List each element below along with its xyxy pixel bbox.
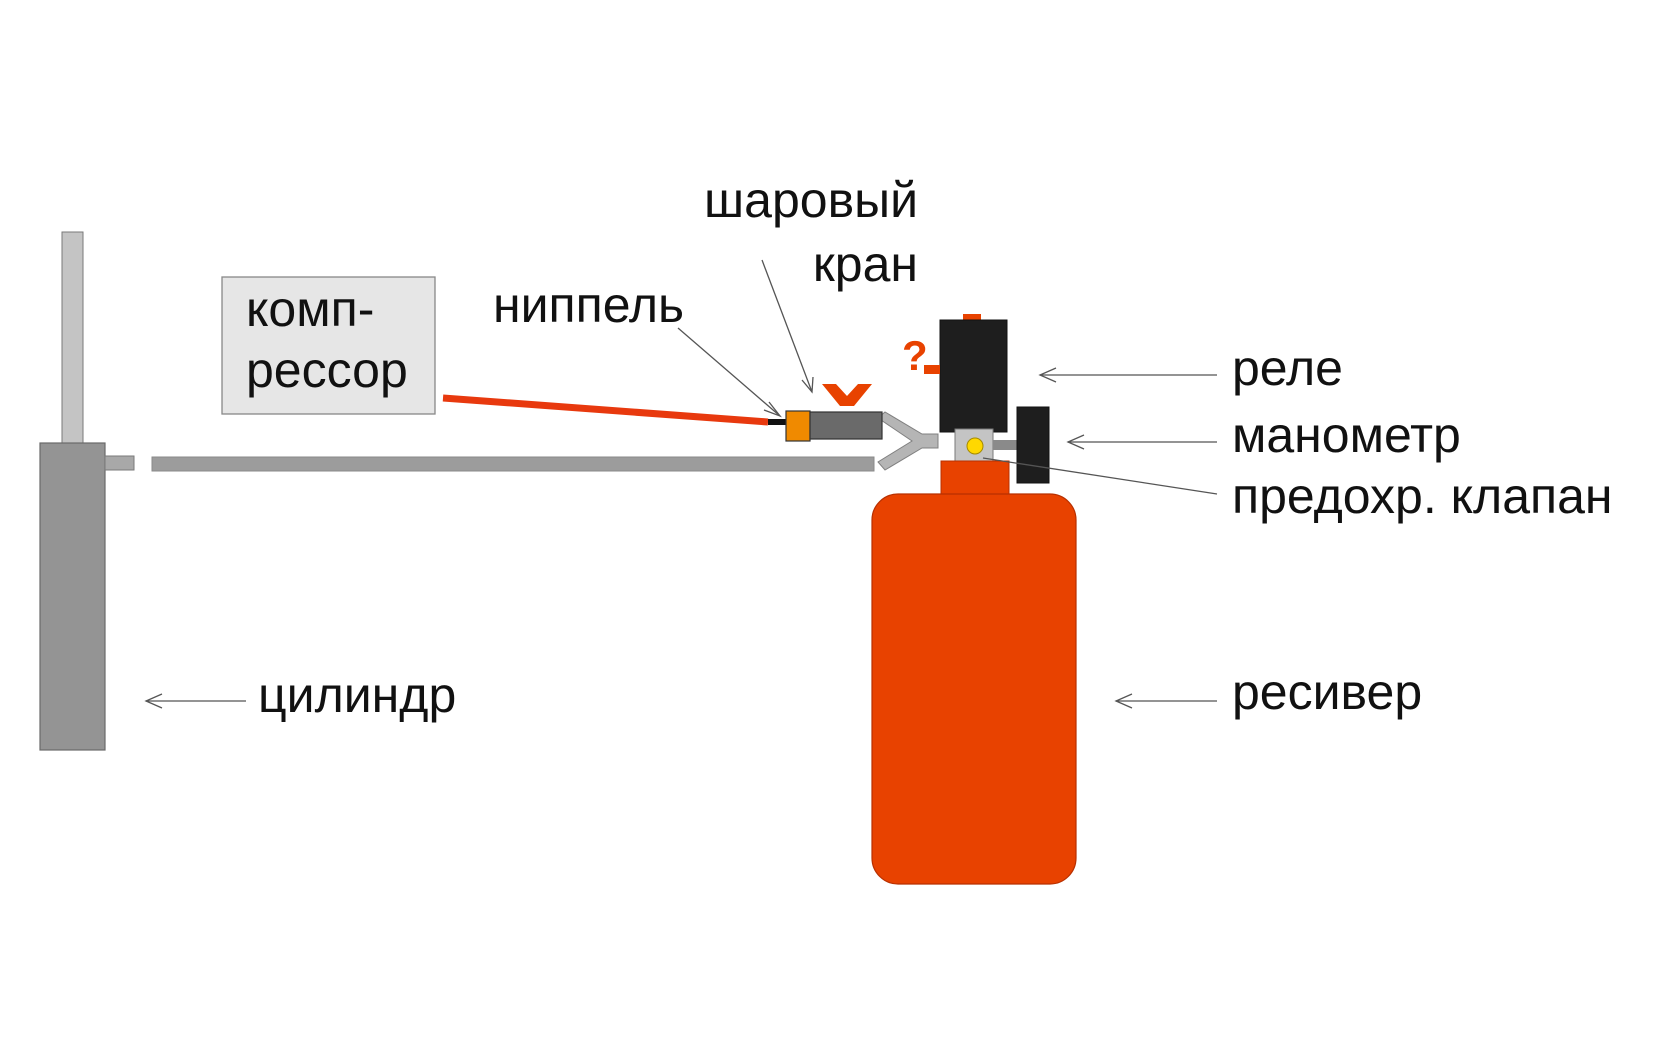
- cylinder-body: [39, 442, 106, 751]
- compressor-hose: [442, 394, 769, 426]
- ball-valve-leader: [761, 259, 813, 393]
- relay-body: [939, 319, 1008, 433]
- ball-valve-handle: [822, 384, 872, 406]
- nipple-leader: [677, 327, 781, 417]
- compressor: комп- рессор: [221, 276, 436, 415]
- cylinder-rod: [61, 231, 84, 445]
- nipple-stub: [768, 419, 788, 425]
- manometer-label: манометр: [1232, 407, 1461, 463]
- nipple-and-valve: [768, 384, 883, 442]
- ball-valve-label-line1: шаровый: [704, 172, 918, 228]
- nipple-label: ниппель: [493, 277, 684, 333]
- nipple-leader-arrowhead: [763, 401, 782, 418]
- cylinder-port: [104, 455, 135, 471]
- pressure-relay: ?: [902, 314, 1008, 433]
- compressor-label-line1: комп-: [246, 281, 374, 337]
- nipple-fitting: [785, 410, 811, 442]
- receiver-leader-arrowhead: [1114, 693, 1133, 709]
- manometer-body: [1016, 406, 1050, 484]
- manometer-leader-arrowhead: [1066, 434, 1085, 450]
- receiver-label: ресивер: [1232, 664, 1422, 720]
- safety-valve-dot: [966, 437, 984, 455]
- safety-valve-leader: [982, 457, 1218, 495]
- relay-leader-arrowhead: [1038, 367, 1057, 383]
- question-mark: ?: [902, 332, 928, 379]
- cylinder-label: цилиндр: [258, 667, 456, 723]
- air-pipe: [151, 456, 875, 472]
- ball-valve-body: [809, 411, 883, 440]
- cylinder: [39, 231, 135, 751]
- ball-valve-label-line2: кран: [813, 236, 918, 292]
- receiver: [871, 460, 1077, 885]
- ball-valve-leader-arrowhead: [801, 376, 814, 394]
- relay-label: реле: [1232, 340, 1343, 396]
- manometer-stem: [993, 440, 1017, 450]
- compressor-label-line2: рессор: [246, 342, 408, 398]
- compressor-box: [221, 276, 436, 415]
- safety-valve-label: предохр. клапан: [1232, 468, 1613, 524]
- receiver-tank: [871, 493, 1077, 885]
- relay-side-tab: [924, 365, 940, 374]
- y-splitter: [877, 411, 939, 471]
- cylinder-leader-arrowhead: [144, 693, 163, 709]
- receiver-neck: [940, 460, 1010, 498]
- relay-top-nub: [963, 314, 981, 322]
